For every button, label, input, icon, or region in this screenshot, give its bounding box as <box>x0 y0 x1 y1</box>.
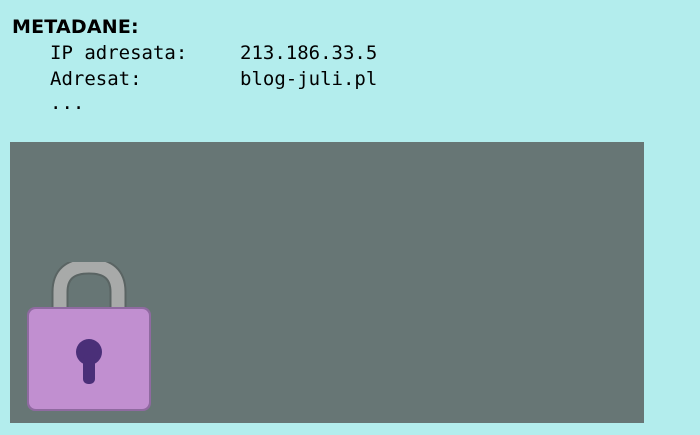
metadata-key: ... <box>50 92 85 114</box>
metadata-row-ellipsis: ... <box>50 91 240 115</box>
metadata-value: blog-juli.pl <box>240 68 378 90</box>
metadata-key: IP adresata: <box>50 42 188 64</box>
padlock-icon <box>27 262 151 411</box>
metadata-row-recipient-ip: IP adresata: 213.186.33.5 <box>50 41 377 65</box>
metadata-key: Adresat: <box>50 68 142 90</box>
metadata-title: METADANE: <box>12 16 139 38</box>
metadata-row-recipient: Adresat: blog-juli.pl <box>50 67 377 91</box>
metadata-value: 213.186.33.5 <box>240 42 378 64</box>
